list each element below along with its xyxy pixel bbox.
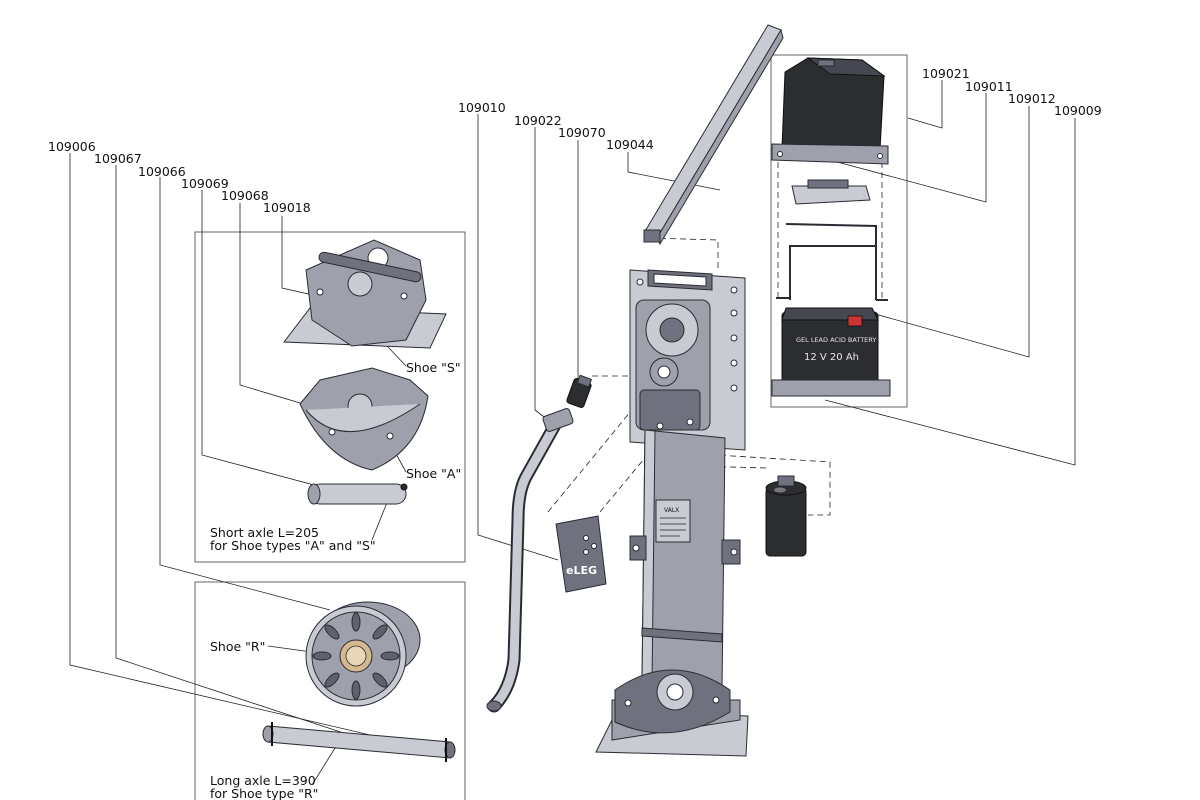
part-number-109018: 109018: [263, 200, 311, 215]
part-number-109010: 109010: [458, 100, 506, 115]
control-panel: eLEG: [555, 515, 607, 593]
assembly-dashed-lines: [547, 162, 883, 516]
long-axle-callout-line1: Long axle L=390: [210, 773, 316, 788]
support-leg-109010: VALX: [595, 269, 749, 757]
long-axle-callout-line2: for Shoe type "R": [210, 786, 318, 800]
battery-type-label: GEL LEAD ACID BATTERY: [796, 336, 876, 344]
short-axle: [307, 483, 408, 505]
shoe-r-callout: Shoe "R": [210, 639, 265, 654]
part-number-109022: 109022: [514, 113, 562, 128]
shoe-a: [299, 367, 429, 471]
connector-109011: [791, 179, 871, 205]
short-axle-callout-line2: for Shoe types "A" and "S": [210, 538, 376, 553]
part-number-109006: 109006: [48, 139, 96, 154]
rod-109044: [643, 24, 784, 246]
part-number-109069: 109069: [181, 176, 229, 191]
part-number-109021: 109021: [922, 66, 970, 81]
part-number-109011: 109011: [965, 79, 1013, 94]
part-number-109067: 109067: [94, 151, 142, 166]
long-axle: [262, 722, 456, 762]
battery-group-frame: [770, 54, 908, 408]
short-axle-callout-line1: Short axle L=205: [210, 525, 319, 540]
part-number-109068: 109068: [221, 188, 269, 203]
electric-motor: [765, 475, 807, 557]
part-number-109012: 109012: [1008, 91, 1056, 106]
battery-rating-label: 12 V 20 Ah: [804, 352, 859, 363]
battery-bracket-109012: [776, 223, 888, 301]
coupler-109070: [566, 374, 593, 408]
shoe-s-callout: Shoe "S": [406, 360, 461, 375]
shoe-r: [305, 601, 421, 707]
crank-handle-109022: [486, 408, 574, 713]
shoe-a-callout: Shoe "A": [406, 466, 461, 481]
shoe-sa-group-frame: [194, 231, 466, 563]
shoe-s: [283, 239, 447, 349]
leg-nameplate-brand: VALX: [664, 507, 679, 514]
part-number-109044: 109044: [606, 137, 654, 152]
part-number-109066: 109066: [138, 164, 186, 179]
battery-109009: GEL LEAD ACID BATTERY 12 V 20 Ah: [771, 307, 891, 397]
shoe-r-group-frame: [194, 581, 466, 800]
battery-cover-109021: [771, 57, 889, 165]
part-number-109070: 109070: [558, 125, 606, 140]
part-number-109009: 109009: [1054, 103, 1102, 118]
control-panel-logo: eLEG: [566, 564, 597, 577]
